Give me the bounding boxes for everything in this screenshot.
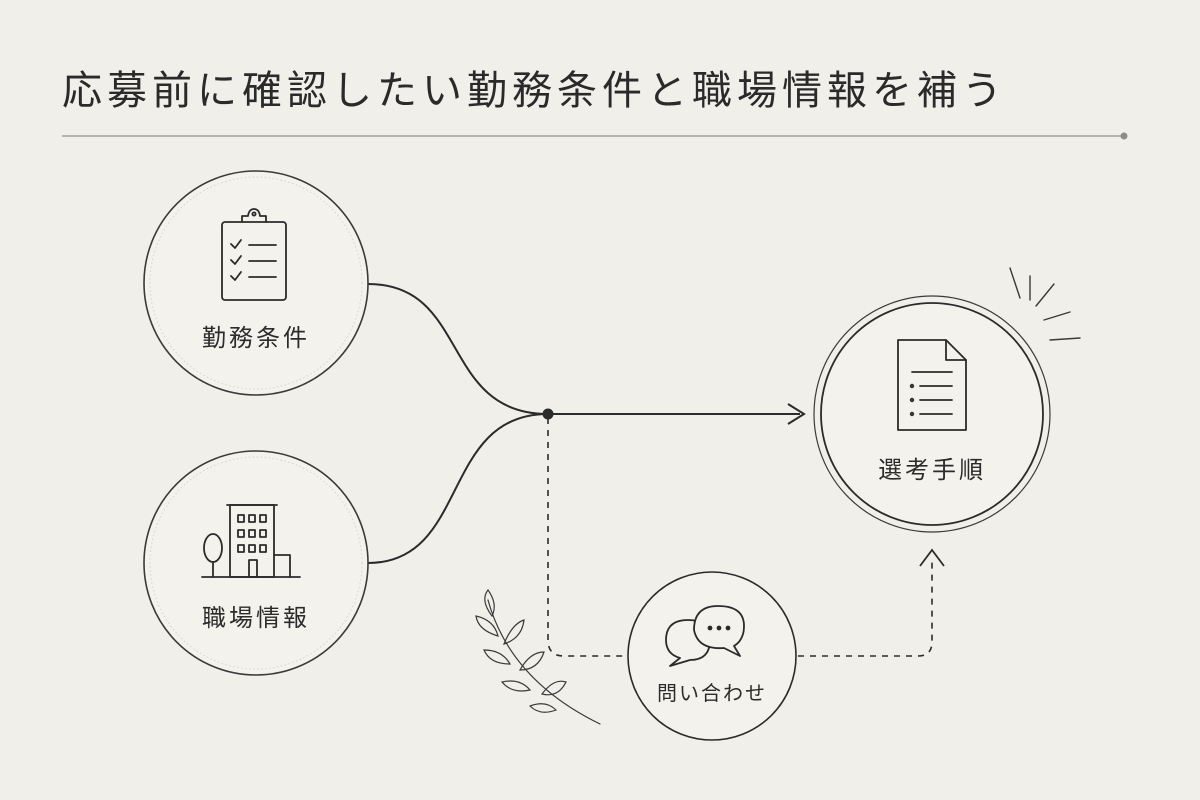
junction-dot [542, 408, 554, 420]
chat-bubbles-icon [665, 605, 745, 667]
connector-work-conditions [367, 283, 549, 415]
leaf-sprig-decoration [475, 589, 601, 725]
arrowhead-up [919, 548, 945, 567]
node-label-workplace-info: 職場情報 [202, 604, 310, 632]
node-work-conditions: 勤務条件 [143, 170, 369, 396]
office-building-icon [201, 504, 301, 578]
node-selection-process: 選考手順 [813, 267, 1081, 533]
document-icon [897, 339, 967, 431]
connector-dashed-up [798, 560, 933, 657]
arrowhead-main [787, 403, 806, 425]
node-label-inquiry: 問い合わせ [657, 681, 767, 705]
connectors [367, 283, 945, 657]
connector-dashed-down [547, 418, 628, 657]
clipboard-checklist-icon [221, 208, 287, 301]
node-label-work-conditions: 勤務条件 [202, 324, 310, 352]
connector-workplace-info [367, 413, 549, 564]
title-divider [62, 132, 1128, 140]
node-inquiry: 問い合わせ [627, 571, 797, 741]
node-workplace-info: 職場情報 [143, 450, 369, 676]
node-label-selection-process: 選考手順 [878, 456, 986, 484]
page-title: 応募前に確認したい勤務条件と職場情報を補う [62, 68, 1007, 114]
highlight-rays [1009, 267, 1081, 341]
